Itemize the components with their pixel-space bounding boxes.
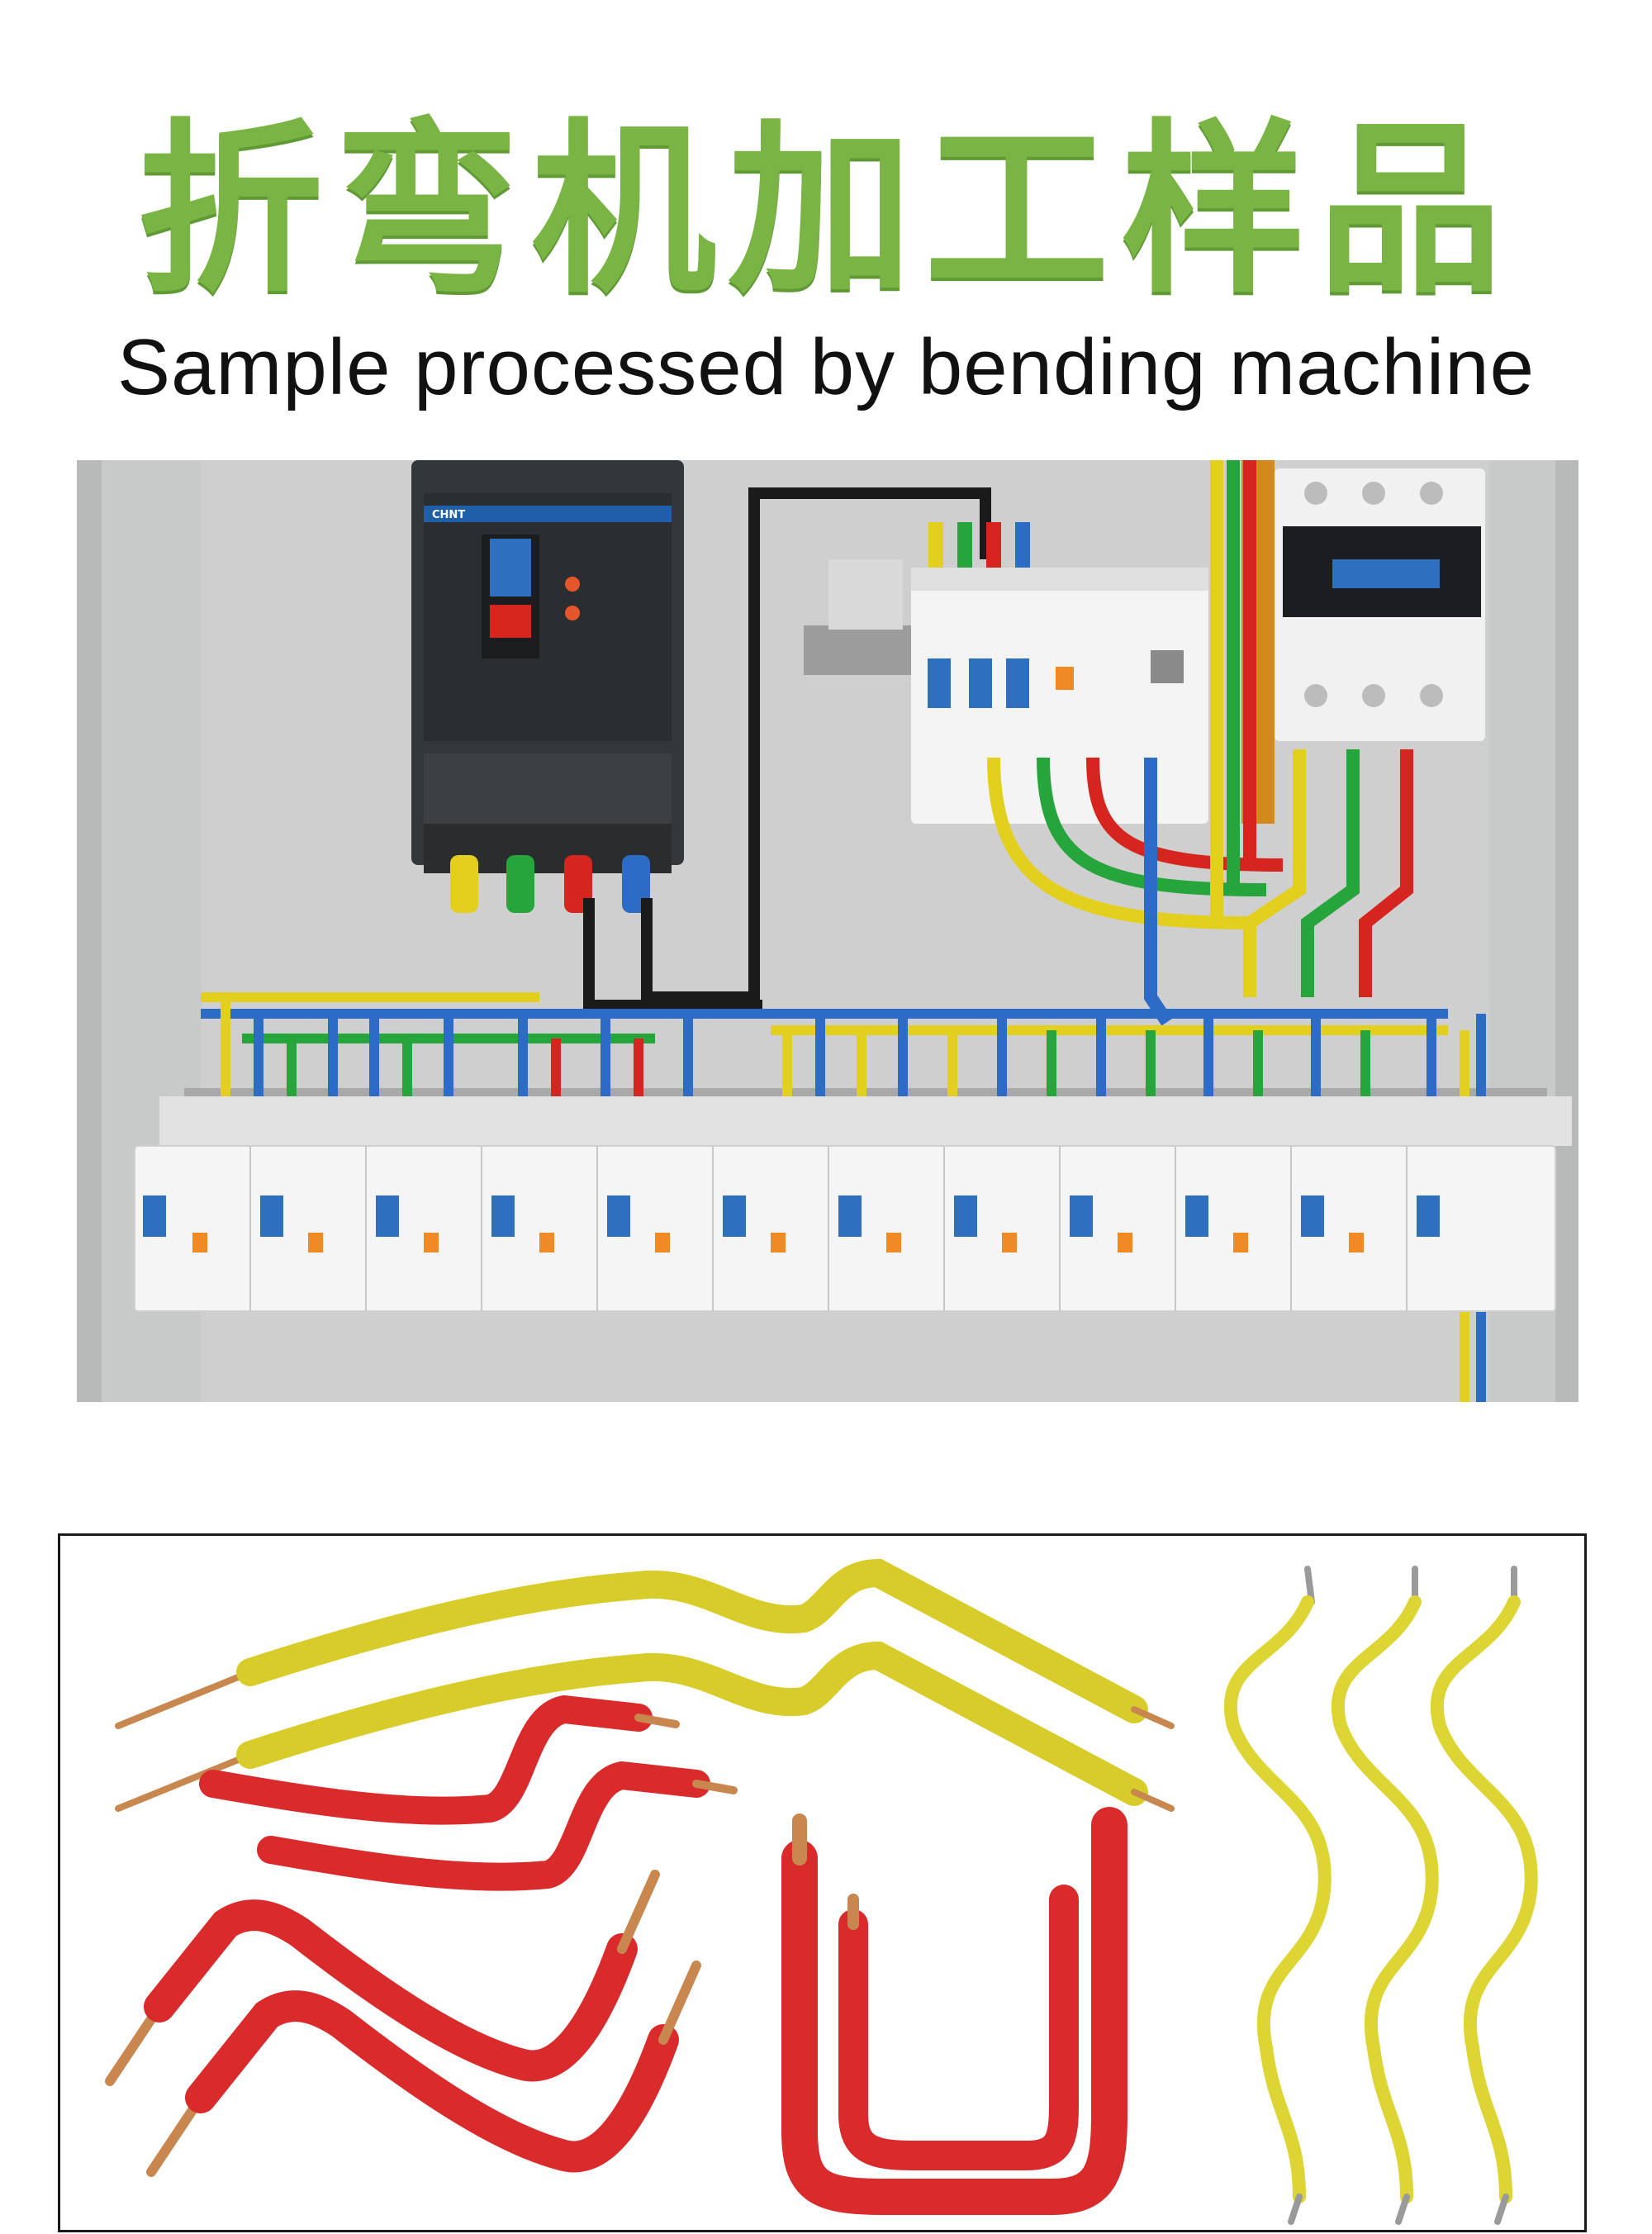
yellow-s-wires xyxy=(1223,1566,1538,2225)
english-subtitle: Sample processed by bending machine xyxy=(116,323,1536,411)
chinese-title: 折弯机加工样品 xyxy=(138,102,1514,318)
red-z-wires xyxy=(105,1870,701,2177)
rcbo-top xyxy=(828,559,1208,824)
red-u-wires xyxy=(781,1807,1127,2215)
contactor xyxy=(1241,460,1485,824)
mcb-row xyxy=(134,1096,1572,1312)
electrical-panel-photo: CHNT xyxy=(77,460,1578,1402)
red-s-wires xyxy=(199,1695,738,1891)
brand-decal: CHNT xyxy=(432,509,465,521)
yellow-long-wires xyxy=(115,1558,1175,1812)
main-breaker: CHNT xyxy=(411,460,684,913)
bent-wires-photo xyxy=(58,1533,1587,2232)
